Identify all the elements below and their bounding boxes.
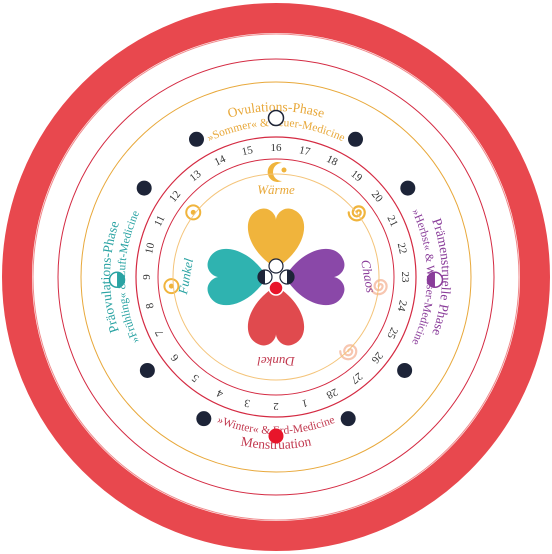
day-label-21: 21 bbox=[384, 213, 400, 228]
svg-text:Medizinrad der Zyklusblume: Medizinrad der Zyklusblume bbox=[180, 59, 372, 96]
day-label-8: 8 bbox=[144, 301, 157, 310]
day-label-24: 24 bbox=[395, 299, 409, 313]
day-label-3: 3 bbox=[243, 396, 252, 409]
day-label-14: 14 bbox=[212, 153, 228, 169]
wheel-title: Medizinrad der Zyklusblume bbox=[180, 59, 371, 96]
petal-left[interactable] bbox=[207, 248, 267, 306]
day-label-1: 1 bbox=[301, 396, 309, 409]
day-label-15: 15 bbox=[241, 144, 255, 158]
day-label-2: 2 bbox=[273, 400, 279, 412]
day-label-16: 16 bbox=[271, 142, 283, 154]
petal-bottom[interactable] bbox=[247, 286, 305, 346]
day-label-4: 4 bbox=[214, 386, 225, 399]
phase-ring-inner bbox=[80, 81, 472, 473]
new-moon-icon bbox=[136, 180, 152, 196]
petal-top[interactable] bbox=[247, 208, 305, 268]
day-label-10: 10 bbox=[143, 241, 157, 255]
day-ring-outer bbox=[135, 136, 417, 418]
new-moon-icon bbox=[348, 131, 363, 147]
cycle-symbols bbox=[163, 162, 388, 361]
center-dot-left-shade bbox=[258, 270, 265, 284]
sun-icon bbox=[185, 204, 202, 221]
inner-ring bbox=[172, 173, 380, 381]
new-moon-icon bbox=[196, 411, 212, 427]
petal-right[interactable] bbox=[285, 248, 345, 306]
outer-ring-inner-edge bbox=[32, 33, 520, 521]
spiral-icon bbox=[339, 344, 358, 361]
day-label-26: 26 bbox=[368, 349, 385, 365]
day-label-5: 5 bbox=[189, 371, 201, 384]
day-label-22: 22 bbox=[395, 242, 409, 255]
center-dot-right-shade bbox=[287, 270, 294, 284]
moon-phases bbox=[108, 109, 444, 444]
day-label-9: 9 bbox=[141, 274, 153, 280]
petal-label-left: Funkel bbox=[175, 257, 196, 297]
day-label-27: 27 bbox=[348, 370, 364, 387]
sun-icon bbox=[163, 278, 180, 295]
day-label-7: 7 bbox=[153, 327, 166, 338]
day-label-28: 28 bbox=[324, 385, 340, 401]
day-label-12: 12 bbox=[167, 189, 183, 205]
phase-ring-outer bbox=[57, 58, 495, 496]
new-moon-icon bbox=[400, 180, 416, 196]
new-moon-icon bbox=[340, 411, 356, 427]
crescent-icon bbox=[267, 162, 287, 182]
day-label-13: 13 bbox=[188, 168, 204, 185]
full-moon-icon bbox=[267, 109, 285, 127]
new-moon-icon bbox=[397, 362, 413, 378]
day-label-11: 11 bbox=[152, 214, 167, 229]
half-moon-shade bbox=[427, 272, 435, 288]
day-label-23: 23 bbox=[399, 272, 411, 284]
day-label-20: 20 bbox=[369, 189, 386, 205]
petal-label-right: Chaos bbox=[358, 259, 379, 294]
outer-ring bbox=[2, 3, 550, 551]
half-moon-shade bbox=[117, 272, 125, 288]
new-moon-icon bbox=[139, 362, 155, 378]
day-ring-inner bbox=[157, 158, 395, 396]
center-dot-top bbox=[268, 258, 284, 274]
day-label-17: 17 bbox=[298, 144, 312, 158]
flower bbox=[207, 208, 345, 346]
day-label-25: 25 bbox=[384, 325, 400, 341]
spiral-icon bbox=[369, 279, 388, 296]
spiral-icon bbox=[347, 205, 366, 222]
day-label-6: 6 bbox=[168, 351, 181, 363]
center-dot-bottom bbox=[268, 280, 284, 296]
day-label-18: 18 bbox=[324, 153, 340, 169]
new-moon-icon bbox=[189, 131, 204, 147]
day-label-19: 19 bbox=[348, 168, 364, 185]
petal-label-bottom: Dunkel bbox=[257, 354, 296, 369]
menstruation-dot-icon bbox=[268, 428, 284, 444]
petal-label-top: Wärme bbox=[257, 182, 295, 197]
